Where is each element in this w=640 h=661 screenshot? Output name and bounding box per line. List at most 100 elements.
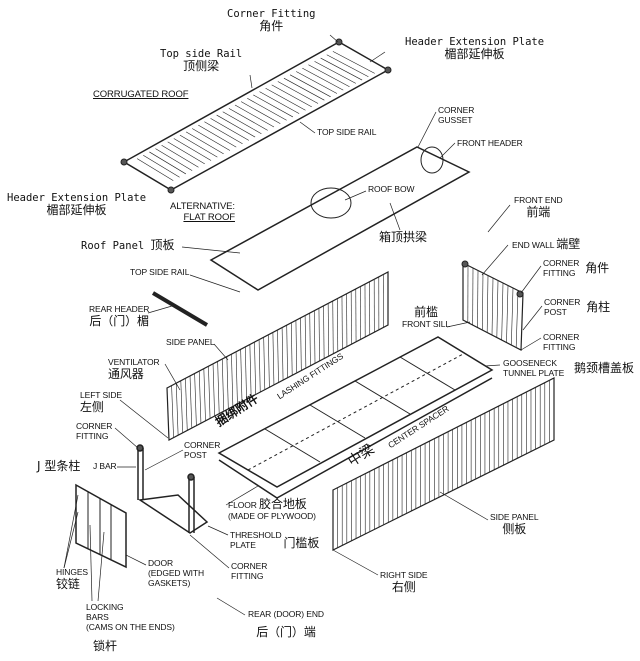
panel-corrugation: [226, 356, 229, 409]
label-en: LEFT SIDE: [80, 390, 122, 400]
label-floor: FLOOR 胶合地板 (MADE OF PLYWOOD): [228, 497, 316, 522]
label-top-side-rail-1: TOP SIDE RAIL: [317, 127, 377, 137]
panel-corrugation: [194, 373, 197, 426]
label-line: FITTING: [76, 430, 109, 441]
label-gooseneck-zh: 鹅颈槽盖板: [574, 361, 635, 375]
panel-corrugation: [244, 346, 247, 400]
panel-corrugation: [496, 280, 499, 338]
leader-lines: [63, 34, 543, 616]
panel-corrugation: [235, 351, 238, 405]
roof-corrugation: [289, 74, 331, 98]
roof-corrugation: [198, 124, 237, 148]
label-line: FLAT ROOF: [183, 211, 235, 223]
label-line: (CAMS ON THE ENDS): [86, 621, 175, 632]
panel-corrugation: [318, 308, 320, 361]
panel-corrugation: [212, 363, 215, 417]
panel-corrugation: [221, 358, 225, 412]
label-line: FITTING: [543, 341, 576, 352]
roof-corrugation: [308, 64, 350, 88]
label-en: FLOOR: [228, 500, 257, 510]
label-top-side-rail-top: Top side Rail 顶侧梁: [160, 48, 242, 74]
label-line: POST: [184, 449, 207, 460]
panel-corrugation: [295, 320, 298, 373]
label-en: END WALL: [512, 240, 555, 250]
left-side-panel: [166, 271, 389, 441]
label-en: Corner Fitting: [227, 8, 316, 20]
label-zh: 后（门）楣: [89, 313, 149, 328]
roof-corrugation: [302, 67, 344, 91]
panel-corrugation: [231, 354, 234, 407]
label-corner-fitting-top: Corner Fitting 角件: [227, 8, 316, 34]
label-en: HINGES: [56, 567, 88, 577]
label-alternative-flat-roof: ALTERNATIVE: FLAT ROOF: [170, 201, 235, 224]
panel-corrugation: [501, 282, 504, 341]
corrugated-roof: [120, 38, 392, 194]
panel-corrugation: [277, 329, 279, 383]
roof-corrugation: [185, 131, 224, 155]
panel-corrugation: [515, 290, 519, 348]
roof-corrugation: [332, 51, 375, 74]
roof-corrugation: [265, 87, 306, 111]
label-zh: 铰链: [56, 576, 80, 591]
panel-corrugation: [217, 361, 220, 414]
roof-corrugation: [161, 144, 199, 168]
panel-corrugation: [180, 380, 183, 433]
label-sub: (MADE OF PLYWOOD): [228, 510, 316, 521]
flat-roof: [209, 146, 471, 291]
panel-corrugation: [477, 270, 479, 328]
panel-corrugation: [258, 339, 261, 393]
label-hinges: HINGES 铰链: [56, 567, 88, 592]
panel-corrugation: [291, 322, 293, 376]
label-line: CORNER: [184, 440, 221, 450]
label-line: CORNER: [544, 297, 581, 307]
label-zh: 前槛: [414, 305, 438, 319]
roof-corrugation: [296, 71, 338, 94]
label-zh: 楣部延伸板: [444, 47, 505, 62]
label-zh: 角件: [259, 19, 284, 34]
label-line: ALTERNATIVE:: [170, 201, 235, 212]
panel-corrugation: [482, 272, 484, 331]
label-ventilator: VENTILATOR 通风器: [108, 357, 160, 382]
roof-corrugation: [326, 54, 369, 77]
label-side-panel-left: SIDE PANEL: [166, 337, 215, 347]
label-line: BARS: [86, 611, 109, 622]
label-en: Header Extension Plate: [7, 192, 147, 204]
label-zh: 楣部延伸板: [46, 203, 107, 218]
label-line: CORNER: [438, 105, 475, 115]
panel-corrugation: [286, 325, 288, 378]
label-header-extension-right: Header Extension Plate 楣部延伸板: [405, 36, 544, 62]
panel-corrugation: [189, 375, 193, 429]
label-zh: 胶合地板: [259, 497, 307, 511]
roof-corrugation: [320, 57, 363, 81]
panel-corrugation: [486, 275, 489, 333]
label-line: CORNER: [543, 332, 580, 342]
label-en: RIGHT SIDE: [380, 570, 428, 580]
panel-corrugation: [267, 334, 270, 388]
label-en: Top side Rail: [160, 48, 243, 60]
panel-corrugation: [175, 383, 179, 436]
label-corner-fitting-bottom: CORNER FITTING: [231, 561, 267, 582]
roof-corrugation: [271, 84, 312, 108]
label-left-side: LEFT SIDE 左侧: [80, 390, 122, 415]
label-zh: 顶板: [150, 238, 175, 252]
label-j-bar: J BAR: [93, 461, 117, 471]
panel-corrugation: [272, 332, 275, 385]
label-end-wall: END WALL 端壁: [512, 237, 580, 252]
label-zh: 后（门）端: [256, 624, 316, 639]
label-header-extension-left: Header Extension Plate 楣部延伸板: [7, 192, 146, 218]
rear-door-frame: [136, 444, 209, 534]
label-line: GOOSENECK: [503, 358, 557, 368]
right-side-panel: [332, 377, 555, 551]
panel-corrugation: [332, 300, 334, 354]
label-zh: 前端: [526, 204, 551, 219]
roof-corrugation: [143, 155, 180, 178]
label-en: SIDE PANEL: [490, 512, 539, 522]
label-roof-panel: Roof Panel 顶板: [81, 238, 175, 253]
rear-header-bar: [151, 291, 209, 327]
label-line: (EDGED WITH: [148, 567, 205, 578]
label-roof-bow: ROOF BOW: [368, 184, 415, 194]
panel-corrugation: [323, 305, 325, 359]
